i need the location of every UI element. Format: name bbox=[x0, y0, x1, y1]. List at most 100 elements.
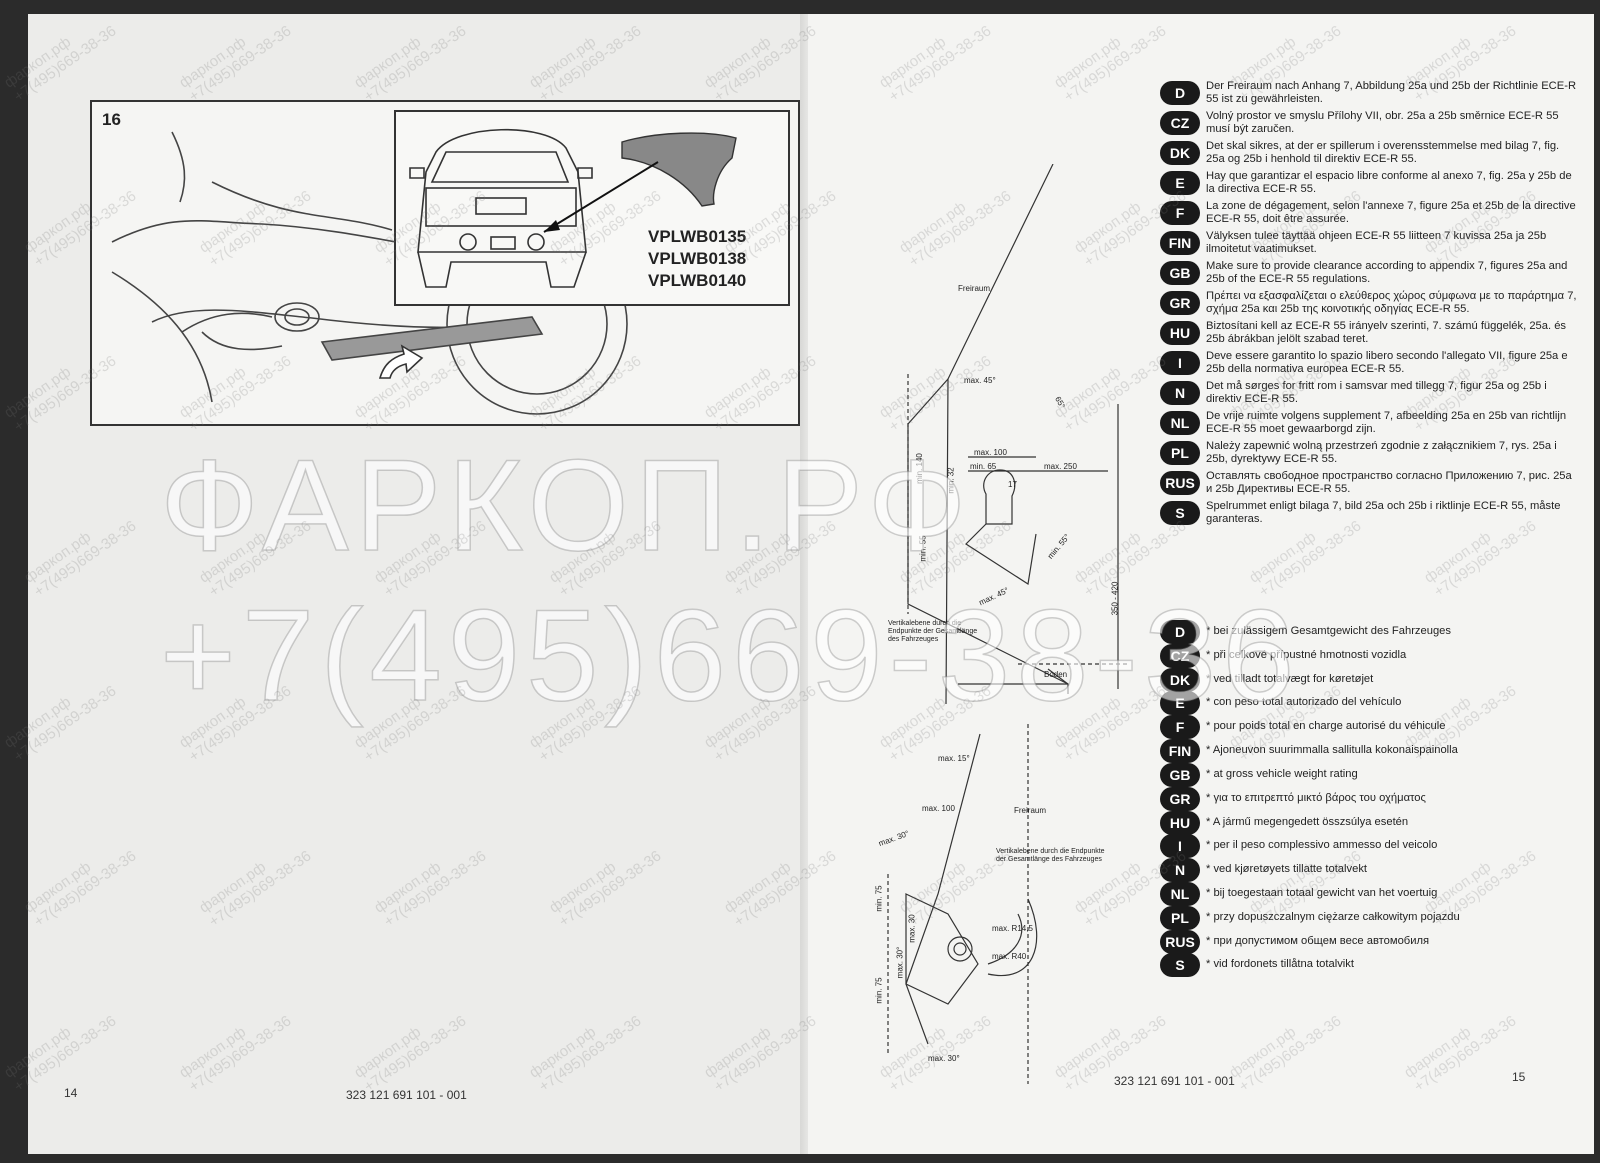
dim-label: max. 100 bbox=[922, 804, 955, 813]
dim-label: max. R40 bbox=[992, 952, 1027, 961]
dim-label: max. 30° bbox=[895, 946, 905, 979]
language-badge: NL bbox=[1160, 881, 1200, 906]
dim-label: min. 65 bbox=[970, 462, 997, 471]
label-vertikalebene-top: Vertikalebene durch die Endpunkte der Ge… bbox=[888, 620, 978, 643]
language-badge: E bbox=[1160, 691, 1200, 716]
language-badge: GB bbox=[1160, 762, 1200, 787]
language-badge: FIN bbox=[1160, 739, 1200, 764]
language-badge: F bbox=[1160, 715, 1200, 740]
dim-label: min. 140 bbox=[914, 453, 924, 484]
instruction-text: Det skal sikres, at der er spillerum i o… bbox=[1206, 140, 1560, 165]
list-item: I * per il peso complessivo ammesso del v… bbox=[1160, 834, 1580, 859]
label-boden: Boden bbox=[1044, 670, 1068, 679]
part-codes: VPLWB0135 VPLWB0138 VPLWB0140 bbox=[648, 226, 746, 292]
language-badge: D bbox=[1160, 620, 1200, 644]
note-text: * przy dopuszczalnym ciężarze całkowitym… bbox=[1206, 910, 1460, 923]
note-text: * ved kjøretøyets tillatte totalvekt bbox=[1206, 863, 1368, 876]
list-item: D* bei zulässigem Gesamtgewicht des Fahr… bbox=[1160, 620, 1580, 644]
label-freiraum-bottom: Freiraum bbox=[1014, 806, 1047, 815]
document-number-left: 323 121 691 101 - 001 bbox=[346, 1088, 467, 1102]
instruction-text: Välyksen tulee täyttää ohjeen ECE-R 55 l… bbox=[1206, 230, 1547, 255]
note-text: * A jármű megengedett összsúlya esetén bbox=[1206, 815, 1409, 828]
label-freiraum-top: Freiraum bbox=[958, 284, 991, 293]
dim-label: max. 15° bbox=[938, 754, 970, 763]
clearance-diagram-bottom: max. 15° max. 100 max. 30° min. 75 max. … bbox=[848, 724, 1128, 1084]
language-badge: PL bbox=[1160, 905, 1200, 930]
language-badge: PL bbox=[1160, 441, 1200, 465]
list-item: CZ * při celkové přípustné hmotnosti vozi… bbox=[1160, 643, 1580, 668]
instruction-text: Należy zapewnić wolną przestrzeń zgodnie… bbox=[1206, 440, 1557, 465]
note-text: * για το επιτρεπτό μικτό βάρος του οχήμα… bbox=[1206, 791, 1426, 804]
clearance-diagram-top-drawing: Freiraum bbox=[907, 164, 1128, 704]
language-badge: DK bbox=[1160, 141, 1200, 165]
list-item: N* ved kjøretøyets tillatte totalvekt bbox=[1160, 858, 1580, 883]
dim-label: max. 30° bbox=[928, 1054, 960, 1063]
language-badge: CZ bbox=[1160, 643, 1200, 668]
dim-label: min. 55 bbox=[918, 535, 928, 562]
dim-label: max. 100 bbox=[974, 448, 1007, 457]
note-text: * Ajoneuvon suurimmalla sallitulla kokon… bbox=[1206, 744, 1458, 757]
part-code: VPLWB0138 bbox=[648, 249, 747, 268]
note-text: * ved tilladt totalvægt for køretøjet bbox=[1206, 672, 1374, 685]
instruction-text: De vrije ruimte volgens supplement 7, af… bbox=[1206, 410, 1567, 435]
part-code: VPLWB0140 bbox=[648, 271, 747, 290]
language-badge: D bbox=[1160, 81, 1200, 105]
dim-label: max. 250 bbox=[1044, 462, 1077, 471]
clearance-diagram-top: Freiraum Freiraum max. 45° max. 100 min.… bbox=[868, 164, 1168, 704]
dim-label: max. 45° bbox=[964, 376, 996, 385]
list-item: FIN * Ajoneuvon suurimmalla sallitulla ko… bbox=[1160, 739, 1580, 764]
language-badge: NL bbox=[1160, 411, 1200, 435]
note-text: * při celkové přípustné hmotnosti vozidl… bbox=[1206, 648, 1407, 661]
weight-notes: D* bei zulässigem Gesamtgewicht des Fahr… bbox=[1160, 620, 1580, 978]
note-text: * per il peso complessivo ammesso del ve… bbox=[1206, 839, 1438, 852]
list-item: NL* bij toegestaan totaal gewicht van he… bbox=[1160, 881, 1580, 906]
language-badge: S bbox=[1160, 953, 1200, 978]
language-badge: N bbox=[1160, 381, 1200, 405]
label-vertikalebene-bottom: Vertikalebene durch die Endpunkte der Ge… bbox=[996, 848, 1105, 863]
dim-label: min. 32 bbox=[946, 467, 956, 494]
note-text: * at gross vehicle weight rating bbox=[1206, 767, 1358, 780]
dim-label: min. 75 bbox=[874, 885, 884, 912]
note-text: * при допустимом общем весе автомобиля bbox=[1206, 934, 1430, 947]
language-badge: GR bbox=[1160, 786, 1200, 811]
list-item: E* con peso total autorizado del vehícul… bbox=[1160, 691, 1580, 716]
language-badge: FIN bbox=[1160, 231, 1200, 255]
note-text: * pour poids total en charge autorisé du… bbox=[1206, 720, 1446, 733]
instruction-text: Make sure to provide clearance according… bbox=[1206, 260, 1568, 285]
figure-number: 16 bbox=[102, 110, 121, 129]
instruction-text: Spelrummet enligt bilaga 7, bild 25a och… bbox=[1206, 500, 1561, 525]
instruction-text: Biztosítani kell az ECE-R 55 irányelv sz… bbox=[1206, 320, 1567, 345]
instruction-text: Πρέπει να εξασφαλίζεται ο ελεύθερος χώρο… bbox=[1206, 290, 1577, 315]
clearance-diagram-bottom-drawing bbox=[887, 724, 1038, 1084]
list-item: S* vid fordonets tillåtna totalvikt bbox=[1160, 953, 1580, 978]
instruction-text: Hay que garantizar el espacio libre conf… bbox=[1206, 170, 1572, 195]
list-item: PL * przy dopuszczalnym ciężarze całkowit… bbox=[1160, 905, 1580, 930]
language-badge: HU bbox=[1160, 321, 1200, 345]
language-badge: I bbox=[1160, 834, 1200, 859]
language-badge: E bbox=[1160, 171, 1200, 195]
language-badge: CZ bbox=[1160, 111, 1200, 135]
instruction-text: La zone de dégagement, selon l'annexe 7,… bbox=[1206, 200, 1576, 225]
figure-16-frame: 16 bbox=[90, 100, 800, 426]
language-badge: GB bbox=[1160, 261, 1200, 285]
inset-detail: VPLWB0135 VPLWB0138 VPLWB0140 bbox=[394, 110, 790, 306]
list-item: RUS* при допустимом общем весе автомобил… bbox=[1160, 929, 1580, 954]
list-item: F * pour poids total en charge autorisé d… bbox=[1160, 715, 1580, 740]
language-badge: F bbox=[1160, 201, 1200, 225]
instruction-text: Det må sørges for fritt rom i samsvar me… bbox=[1206, 380, 1547, 405]
